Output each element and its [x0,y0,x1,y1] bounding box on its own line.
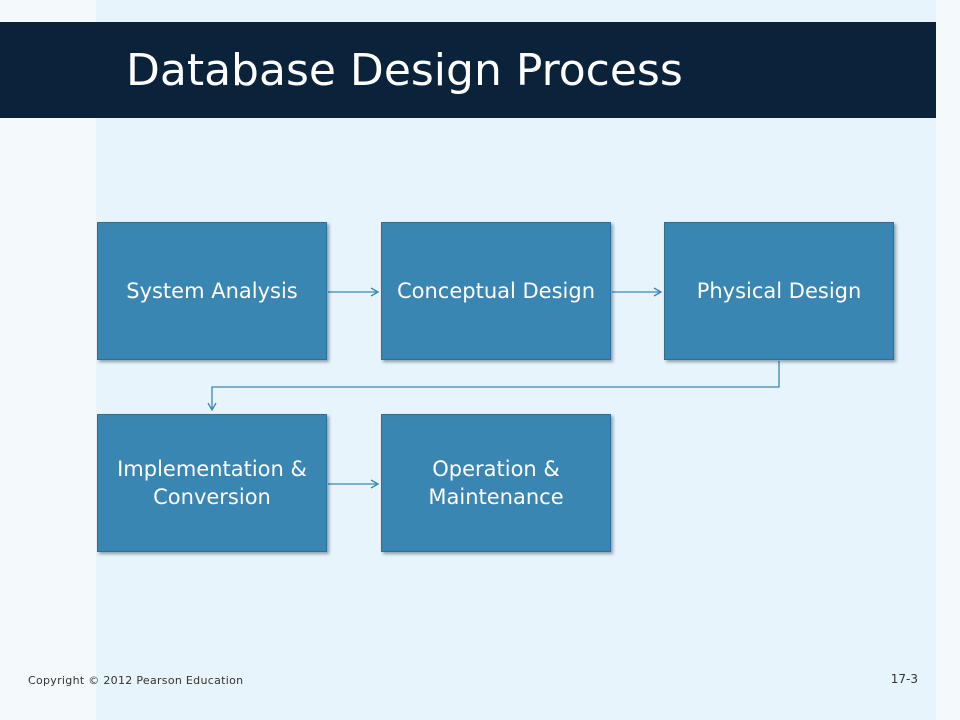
slide-background [96,0,936,720]
step-conceptual-design: Conceptual Design [381,222,611,360]
step-label: Implementation & Conversion [117,457,307,509]
step-operation-maintenance: Operation & Maintenance [381,414,611,552]
step-physical-design: Physical Design [664,222,894,360]
slide-title: Database Design Process [126,45,683,96]
step-system-analysis: System Analysis [97,222,327,360]
step-label: Conceptual Design [396,279,596,303]
title-bar [0,22,936,118]
step-implementation-conversion: Implementation & Conversion [97,414,327,552]
step-label: System Analysis [126,279,298,303]
step-label: Operation & Maintenance [428,457,564,509]
footer-copyright: Copyright © 2012 Pearson Education [28,674,244,687]
arrow-physical-to-implementation [207,361,780,412]
step-label: Physical Design [696,279,862,303]
slide-number: 17-3 [890,672,918,686]
